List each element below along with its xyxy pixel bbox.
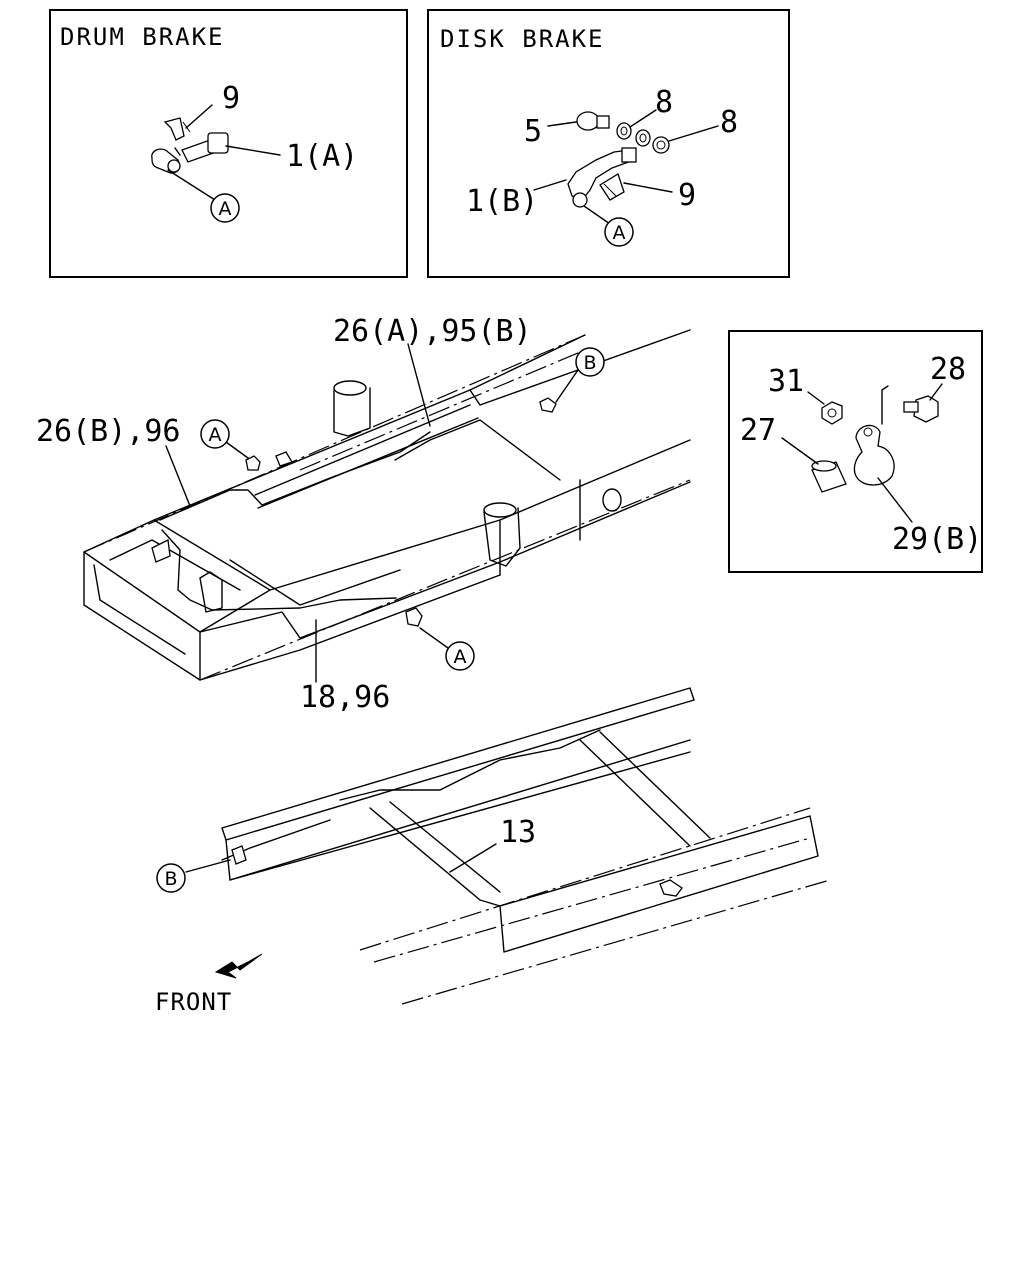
fastener-a-lower [405,607,423,627]
ref-b-main-1-text: B [583,352,596,374]
bolt-5 [576,111,600,131]
rear-crossmember [83,551,201,681]
label-13: 13 [500,815,536,850]
front-crossmember [369,807,501,907]
clip-9-drum [163,117,185,141]
ref-circle-a-main-2 [445,641,475,671]
ref-circle-a-drum [210,193,240,223]
clip-detail-panel: 31 28 27 29(B) [728,330,983,573]
clip-label-31: 31 [768,364,804,399]
label-18-96: 18,96 [300,680,390,715]
drum-brake-title: DRUM BRAKE [60,23,225,51]
right-side-rail [499,815,819,953]
fastener-b-lower [231,845,247,865]
bolt-28 [913,395,939,423]
front-direction-indicator: FRONT [155,953,263,1016]
washer-8-a [616,122,632,140]
ref-circle-b-main-1 [575,347,605,377]
front-frame-assembly: 13 B [156,687,831,1005]
fastener-a-upper [245,455,261,471]
ref-circle-a-main-1 [200,419,230,449]
disk-label-5: 5 [524,114,542,149]
clip-label-28: 28 [930,352,966,387]
front-arrow-icon [214,953,263,979]
fastener-b-upper [539,397,557,413]
ref-a-disk-text: A [613,222,626,244]
ref-a-main-2-text: A [454,646,467,668]
brake-pipe-18 [161,529,397,611]
label-26a-95b: 26(A),95(B) [333,314,532,349]
washer-8-b [652,136,670,154]
disk-label-8a: 8 [655,85,673,120]
disk-label-1b: 1(B) [466,184,538,219]
clip-29b [853,424,895,486]
disk-label-9: 9 [678,178,696,213]
drum-label-9: 9 [222,81,240,116]
frame-post-lower [483,507,521,567]
clip-9-disk [599,173,625,201]
ref-circle-b-main-2 [156,863,186,893]
label-26b-96: 26(B),96 [36,414,181,449]
left-side-rail [221,687,695,841]
drum-brake-panel: DRUM BRAKE 9 1(A) A [49,9,408,278]
ref-a-drum-text: A [219,198,232,220]
nut-31 [821,401,843,425]
ref-a-main-1-text: A [209,424,222,446]
disk-brake-frame [427,9,790,278]
disk-label-8b: 8 [720,105,738,140]
disk-brake-title: DISK BRAKE [440,25,605,53]
brake-pipe-26b [159,489,263,521]
rear-frame-assembly: 26(A),95(B) 26(B),96 18,96 A A B [36,314,691,715]
frame-post-upper [333,387,371,437]
brake-pipe-26a [261,431,431,506]
clip-label-29b: 29(B) [892,522,982,557]
drum-brake-frame [49,9,408,278]
ref-circle-a-disk [604,217,634,247]
clip-label-27: 27 [740,413,776,448]
ref-b-main-2-text: B [164,868,177,890]
disk-brake-panel: DISK BRAKE 5 8 8 1(B) 9 A [427,9,790,278]
front-label: FRONT [155,988,232,1016]
clip-detail-frame [728,330,983,573]
drum-label-1a: 1(A) [286,139,358,174]
front-brake-pipe [221,819,331,861]
